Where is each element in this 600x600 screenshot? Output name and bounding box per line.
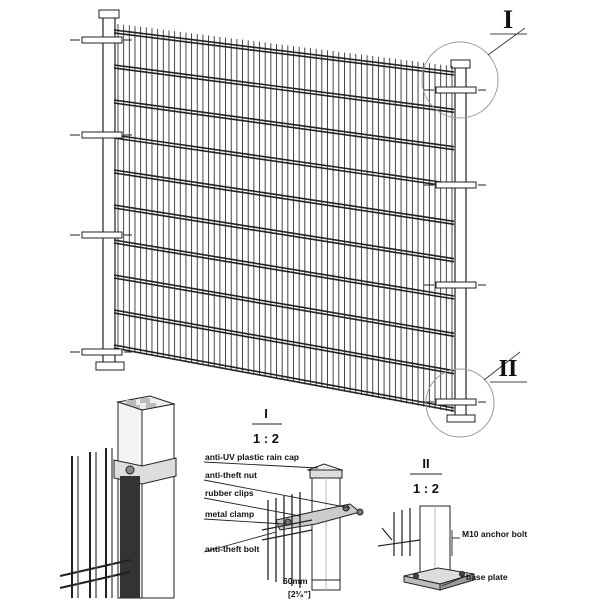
detail-two-post <box>419 505 451 577</box>
label-rain-cap: anti-UV plastic rain cap <box>205 452 299 462</box>
label-anti-theft-nut: anti-theft nut <box>205 470 257 480</box>
clamp <box>424 86 486 94</box>
label-rubber-clips: rubber clips <box>205 488 254 498</box>
horizontal-wire <box>113 172 455 226</box>
horizontal-wire <box>113 277 455 338</box>
horizontal-wire <box>113 239 455 297</box>
left-post <box>95 9 125 371</box>
right-post <box>446 59 476 423</box>
detail-one-scale: 1 : 2 <box>253 431 279 446</box>
label-metal-clamp: metal clamp <box>205 509 254 519</box>
horizontal-wire <box>113 99 455 148</box>
horizontal-wire <box>113 344 455 409</box>
detail-one-post <box>311 477 341 591</box>
panel-clamps <box>70 36 486 406</box>
horizontal-wire <box>113 137 455 188</box>
detail-one: I 1 : 2 <box>203 406 364 599</box>
detail-two-title: II <box>422 456 429 471</box>
post-closeup <box>59 395 177 599</box>
horizontal-wire <box>113 29 455 73</box>
clamp <box>70 131 132 139</box>
horizontal-wire <box>113 242 455 300</box>
detail-one-leaders <box>203 461 351 553</box>
detail-two-wires <box>377 508 421 556</box>
clamp <box>70 231 132 239</box>
detail-two: II 1 : 2 M10 anchor bolt base plate <box>377 456 527 591</box>
clamp <box>424 281 486 289</box>
horizontal-wire <box>113 169 455 223</box>
horizontal-wire <box>113 347 455 412</box>
horizontal-wire <box>113 102 455 151</box>
dimension-line <box>311 574 341 588</box>
detail-two-leaders <box>441 530 467 587</box>
horizontal-wires <box>113 29 455 412</box>
detail-one-wires <box>261 492 313 588</box>
detail-one-title: I <box>264 406 268 421</box>
dimension-inch: [2³⁄₈"] <box>288 589 311 599</box>
callout-two: II <box>425 351 527 438</box>
label-anti-theft-bolt: anti-theft bolt <box>205 544 259 554</box>
clamp <box>70 36 132 44</box>
horizontal-wire <box>113 312 455 375</box>
horizontal-wire <box>113 32 455 76</box>
rain-cap-icon <box>306 463 344 479</box>
horizontal-wire <box>113 309 455 372</box>
vertical-wires <box>117 24 453 412</box>
callout-two-label: II <box>499 356 518 382</box>
horizontal-wire <box>113 207 455 263</box>
clamp <box>70 348 132 356</box>
horizontal-wire <box>113 64 455 111</box>
base-plate-icon <box>403 567 475 591</box>
callout-one-label: I <box>503 5 513 34</box>
dimension-mm: 60mm <box>283 576 308 586</box>
detail-two-scale: 1 : 2 <box>413 481 439 496</box>
label-base-plate: base plate <box>466 572 508 582</box>
callout-one: I <box>421 5 527 119</box>
horizontal-wire <box>113 134 455 185</box>
fence-panel <box>70 9 486 423</box>
clamp <box>424 181 486 189</box>
horizontal-wire <box>113 67 455 114</box>
label-anchor-bolt: M10 anchor bolt <box>462 529 527 539</box>
horizontal-wire <box>113 274 455 335</box>
horizontal-wire <box>113 204 455 260</box>
